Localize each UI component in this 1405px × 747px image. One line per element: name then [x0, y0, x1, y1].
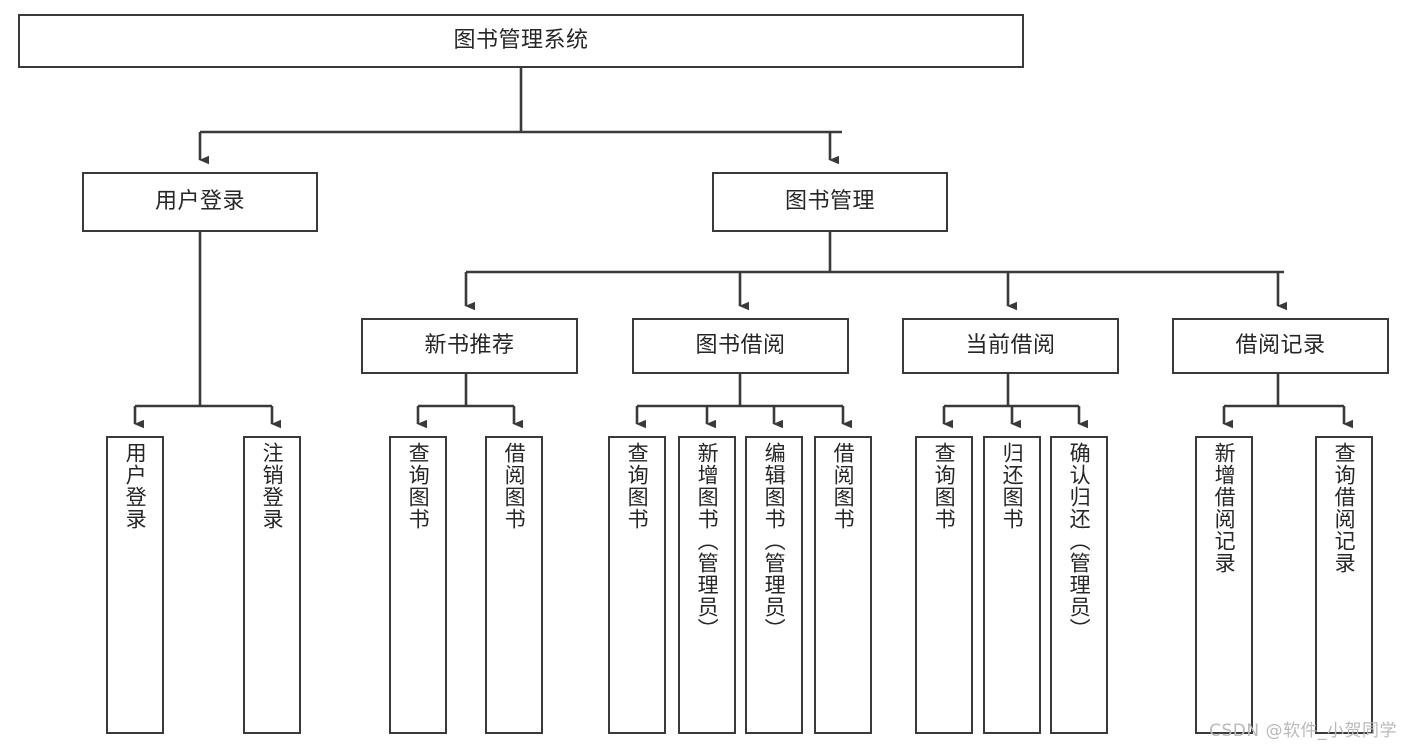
node-book-management[interactable]: 图书管理	[712, 172, 948, 232]
edge-group-book-management	[464, 232, 1287, 311]
node-leaf-add-record[interactable]: 新增借阅记录	[1195, 436, 1253, 734]
node-label: 注销登录	[260, 442, 285, 530]
node-label: 借阅记录	[1235, 333, 1326, 359]
edge-group-borrow-record	[1222, 374, 1353, 429]
edge-group-root	[198, 68, 842, 165]
node-user-login[interactable]: 用户登录	[82, 172, 318, 232]
node-leaf-query-book-1[interactable]: 查询图书	[389, 436, 447, 734]
node-leaf-query-record[interactable]: 查询借阅记录	[1315, 436, 1373, 734]
node-leaf-confirm-return[interactable]: 确认归还（管理员）	[1050, 436, 1108, 734]
node-leaf-logout[interactable]: 注销登录	[243, 436, 301, 734]
node-label: 查询图书	[932, 442, 957, 530]
node-leaf-add-book[interactable]: 新增图书（管理员）	[678, 436, 736, 734]
node-new-book-recommend[interactable]: 新书推荐	[361, 318, 578, 374]
node-label: 借阅图书	[831, 442, 856, 530]
node-label: 查询图书	[406, 442, 431, 530]
node-label: 编辑图书（管理员）	[762, 442, 787, 640]
node-label: 归还图书	[1000, 442, 1025, 530]
edge-group-current-borrow	[942, 374, 1088, 429]
node-label: 新书推荐	[424, 333, 515, 359]
node-leaf-user-login[interactable]: 用户登录	[106, 436, 164, 734]
edge-group-book-borrow	[635, 374, 852, 429]
edge-group-new-book-recommend	[416, 374, 523, 429]
node-leaf-borrow-book-1[interactable]: 借阅图书	[485, 436, 543, 734]
node-root-system[interactable]: 图书管理系统	[18, 14, 1024, 68]
node-label: 用户登录	[154, 189, 245, 215]
node-label: 图书管理	[784, 189, 875, 215]
node-book-borrow[interactable]: 图书借阅	[632, 318, 849, 374]
node-leaf-borrow-book-2[interactable]: 借阅图书	[814, 436, 872, 734]
node-current-borrow[interactable]: 当前借阅	[902, 318, 1119, 374]
watermark-text: CSDN @软件_小贺同学	[1209, 721, 1397, 741]
node-borrow-record[interactable]: 借阅记录	[1172, 318, 1389, 374]
node-label: 查询借阅记录	[1332, 442, 1357, 574]
node-label: 新增图书（管理员）	[695, 442, 720, 640]
node-label: 确认归还（管理员）	[1067, 442, 1092, 640]
node-label: 借阅图书	[502, 442, 527, 530]
node-label: 新增借阅记录	[1212, 442, 1237, 574]
node-label: 用户登录	[123, 442, 148, 530]
node-leaf-edit-book[interactable]: 编辑图书（管理员）	[745, 436, 803, 734]
node-leaf-query-book-2[interactable]: 查询图书	[608, 436, 666, 734]
node-label: 图书管理系统	[453, 28, 589, 54]
node-label: 当前借阅	[965, 333, 1056, 359]
edge-group-user-login	[133, 232, 281, 429]
node-label: 图书借阅	[695, 333, 786, 359]
node-leaf-return-book[interactable]: 归还图书	[983, 436, 1041, 734]
node-leaf-query-book-3[interactable]: 查询图书	[915, 436, 973, 734]
node-label: 查询图书	[625, 442, 650, 530]
